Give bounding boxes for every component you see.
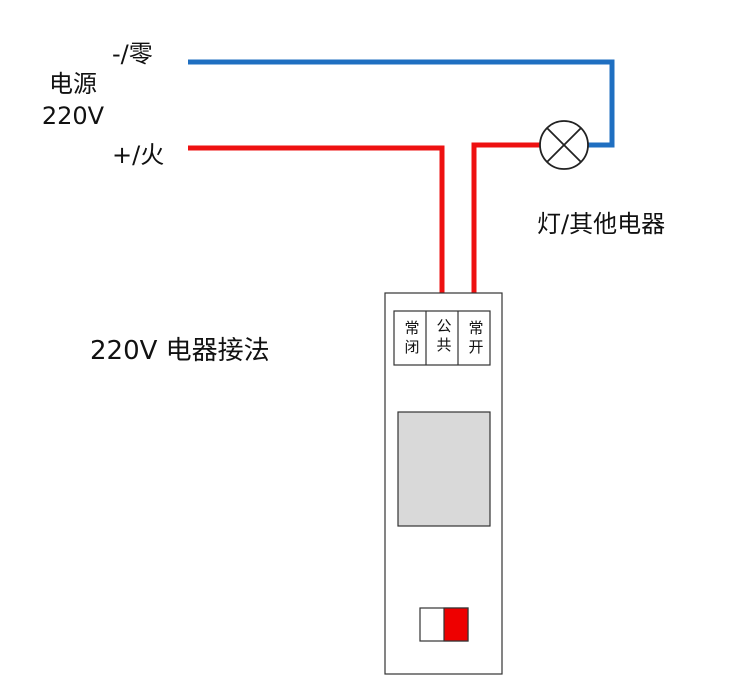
display-window [397, 411, 491, 527]
terminal-no-line2: 开 [468, 338, 484, 356]
live-wire-to-common [188, 145, 445, 311]
terminal-no-label: 常 开 [461, 319, 491, 357]
diagram-title: 220V 电器接法 [90, 336, 270, 366]
load-label: 灯/其他电器 [537, 210, 666, 238]
terminal-com-label: 公 共 [429, 317, 459, 355]
terminal-nc-line2: 闭 [404, 338, 420, 356]
live-label: +/火 [112, 141, 165, 169]
power-source-label-line2: 220V [41, 102, 105, 130]
terminal-nc-line1: 常 [404, 319, 420, 337]
terminal-block [393, 310, 491, 366]
terminal-nc-label: 常 闭 [397, 319, 427, 357]
no-wire-to-lamp [471, 142, 540, 311]
toggle-switch [419, 607, 469, 642]
power-source-label-line1: 电源 [49, 70, 97, 98]
lamp-icon [539, 120, 589, 170]
terminal-no-line1: 常 [468, 319, 484, 337]
terminal-com-line1: 公 [436, 317, 452, 335]
power-source-label: 电源 220V [40, 68, 106, 132]
terminal-com-line2: 共 [436, 336, 452, 354]
neutral-label: -/零 [112, 40, 153, 68]
neutral-wire [188, 59, 615, 148]
